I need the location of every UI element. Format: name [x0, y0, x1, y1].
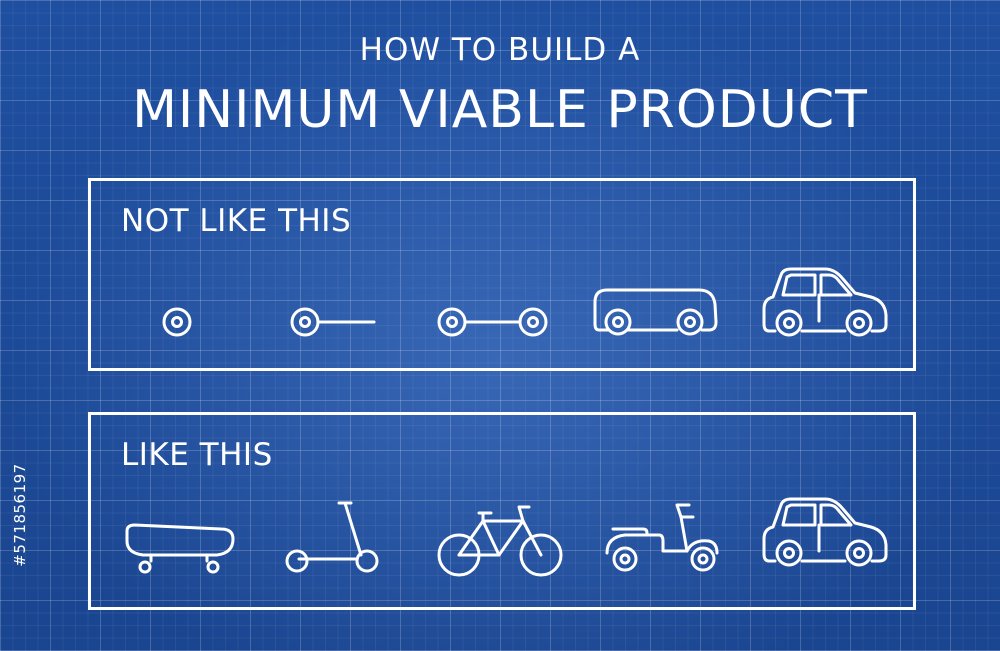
car-body-no-cabin-icon: [589, 276, 721, 366]
panel-not-like-this: NOT LIKE THIS: [88, 178, 916, 371]
stock-id-text: #571856197: [11, 463, 29, 567]
car-icon: [759, 261, 891, 351]
two-wheels-axle-icon: [427, 276, 559, 366]
panel-like-this: LIKE THIS: [88, 412, 916, 610]
car-icon: [759, 491, 891, 581]
bicycle-icon: [435, 495, 567, 585]
single-wheel-icon: [147, 276, 279, 366]
title-line-2: MINIMUM VIABLE PRODUCT: [132, 80, 868, 140]
panel-label: NOT LIKE THIS: [121, 203, 352, 239]
panel-label: LIKE THIS: [121, 437, 273, 473]
wheel-axle-icon: [277, 276, 409, 366]
kick-scooter-icon: [281, 495, 413, 585]
title-line-1: HOW TO BUILD A: [359, 32, 641, 68]
motor-scooter-icon: [599, 495, 731, 585]
skateboard-icon: [121, 505, 253, 595]
stock-id-sidebar: #571856197: [8, 420, 32, 610]
